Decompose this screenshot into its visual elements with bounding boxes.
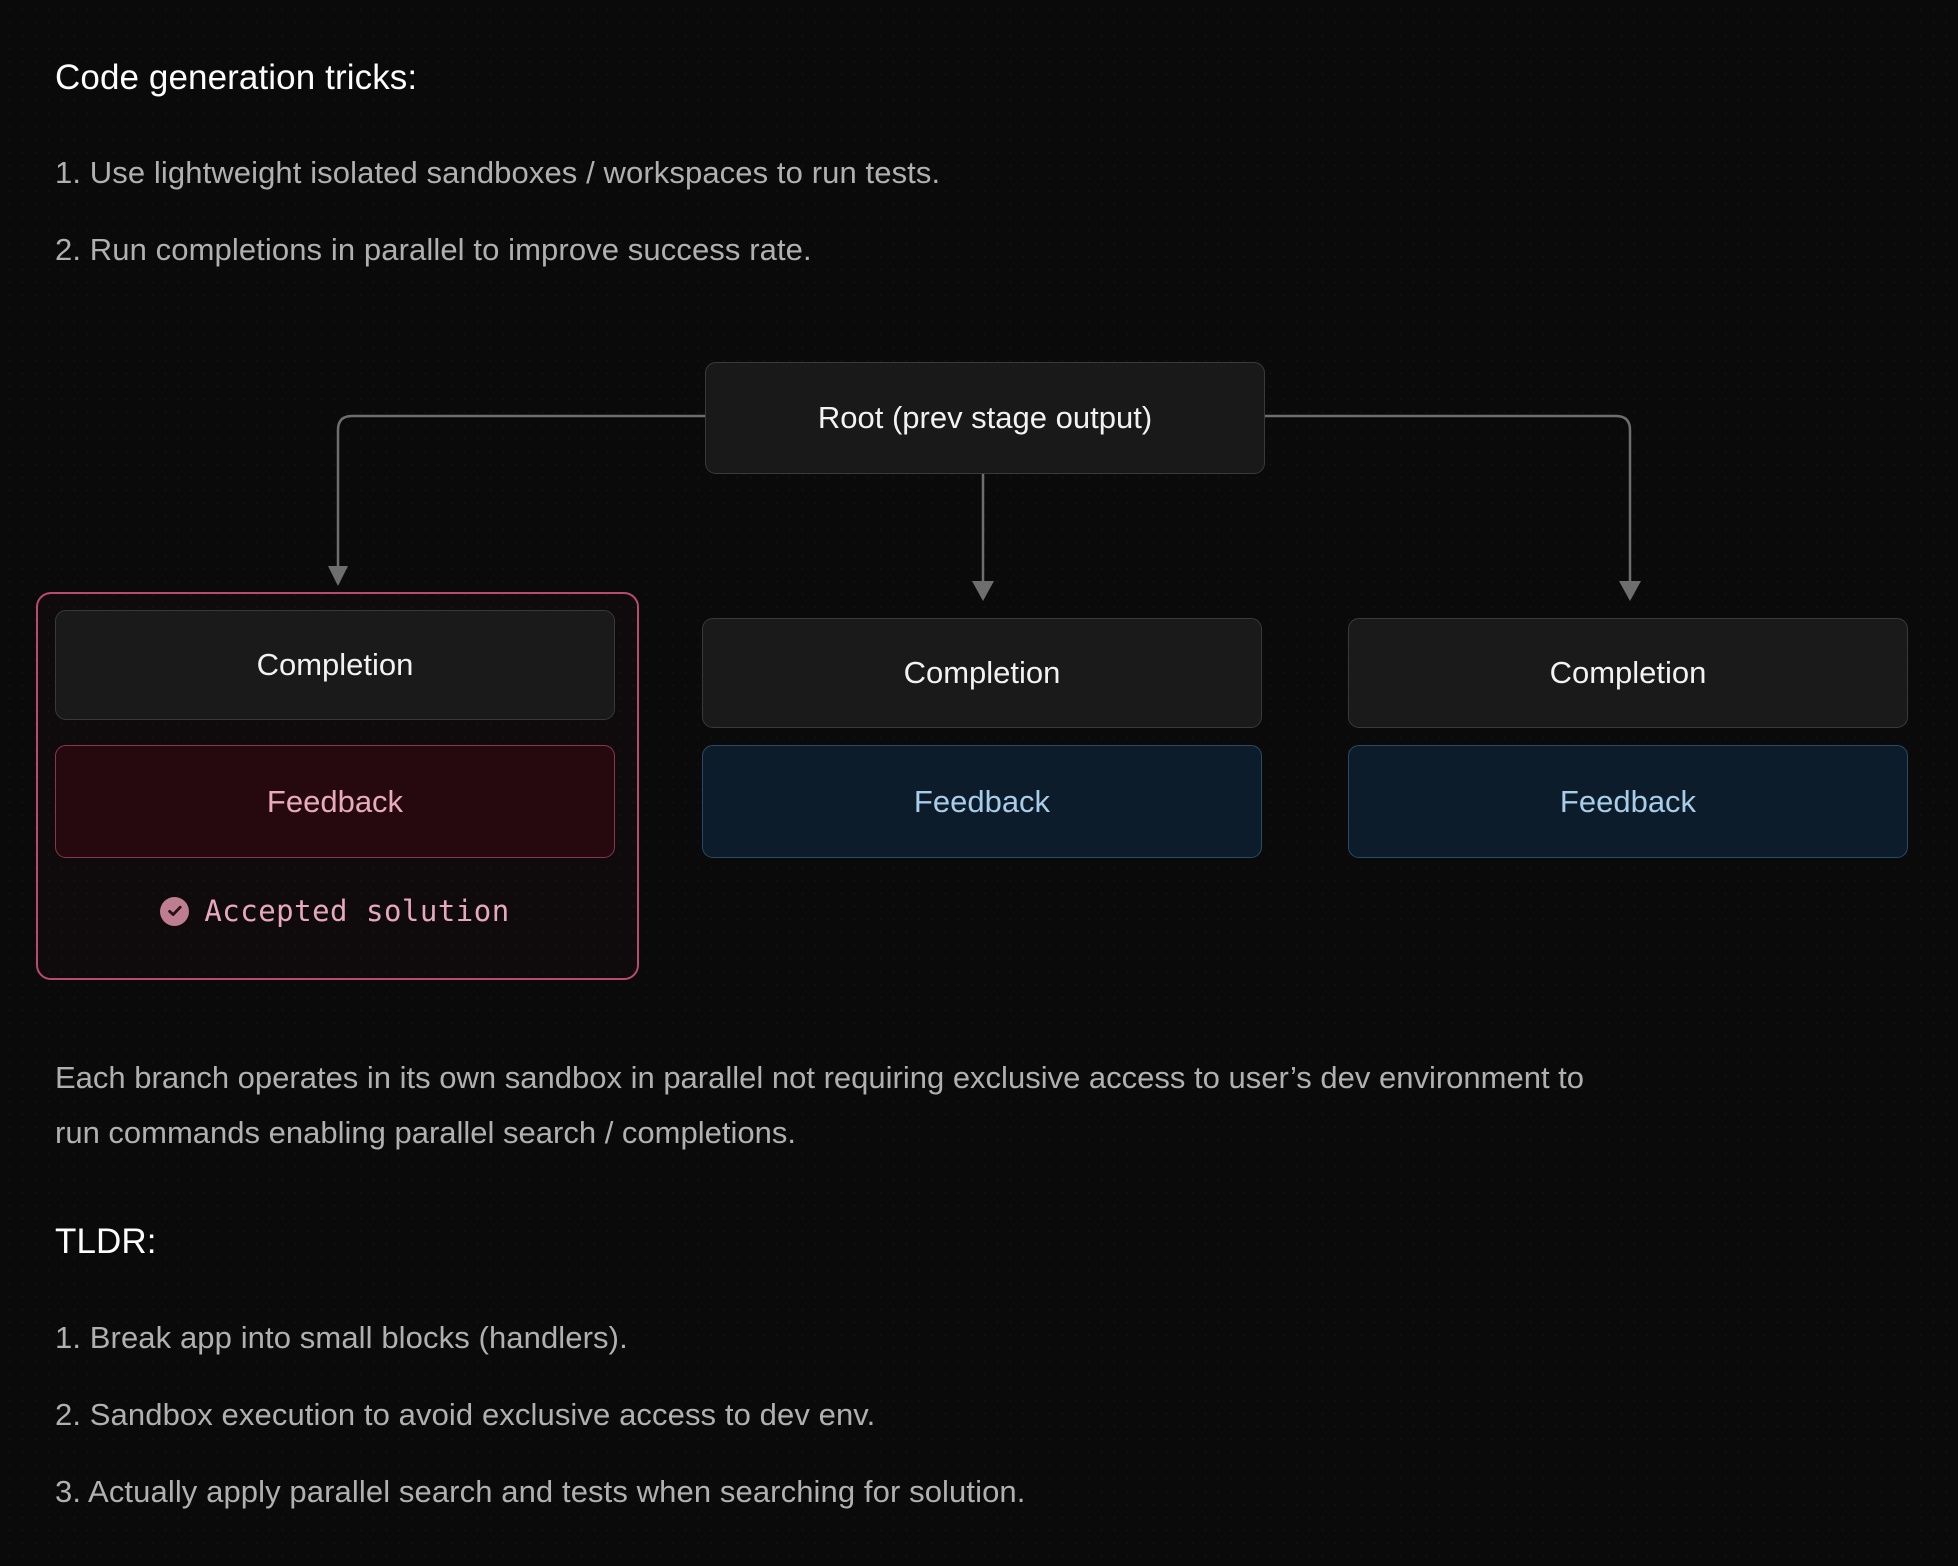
parallel-completion-diagram: Root (prev stage output) Completion Feed… xyxy=(36,362,1908,980)
branch-2-feedback-label: Feedback xyxy=(913,783,1051,819)
branch-2-feedback-node[interactable]: Feedback xyxy=(702,745,1262,858)
branch-3-feedback-label: Feedback xyxy=(1559,783,1697,819)
branch-1-status-row: Accepted solution xyxy=(55,880,615,942)
branch-2-completion-label: Completion xyxy=(903,655,1061,690)
branch-1-feedback-node[interactable]: Feedback xyxy=(55,745,615,858)
root-node[interactable]: Root (prev stage output) xyxy=(705,362,1265,474)
branch-3-completion-label: Completion xyxy=(1549,655,1707,690)
tldr-item-1: 1. Break app into small blocks (handlers… xyxy=(55,1320,628,1355)
branch-1-completion-label: Completion xyxy=(256,647,414,682)
tricks-item-2: 2. Run completions in parallel to improv… xyxy=(55,232,812,267)
branch-3-completion-node[interactable]: Completion xyxy=(1348,618,1908,728)
tldr-item-2: 2. Sandbox execution to avoid exclusive … xyxy=(55,1397,876,1432)
branch-1-feedback-label: Feedback xyxy=(266,783,404,819)
check-circle-icon xyxy=(160,896,190,926)
branch-2-completion-node[interactable]: Completion xyxy=(702,618,1262,728)
code-generation-tricks-heading: Code generation tricks: xyxy=(55,58,418,97)
accepted-solution-label: Accepted solution xyxy=(204,894,510,928)
tricks-item-1: 1. Use lightweight isolated sandboxes / … xyxy=(55,155,941,190)
branch-1-completion-node[interactable]: Completion xyxy=(55,610,615,720)
tldr-heading: TLDR: xyxy=(55,1222,157,1261)
branch-3-feedback-node[interactable]: Feedback xyxy=(1348,745,1908,858)
root-node-label: Root (prev stage output) xyxy=(817,400,1153,435)
sandbox-caption-paragraph: Each branch operates in its own sandbox … xyxy=(55,1060,1585,1150)
tldr-item-3: 3. Actually apply parallel search and te… xyxy=(55,1474,1026,1509)
